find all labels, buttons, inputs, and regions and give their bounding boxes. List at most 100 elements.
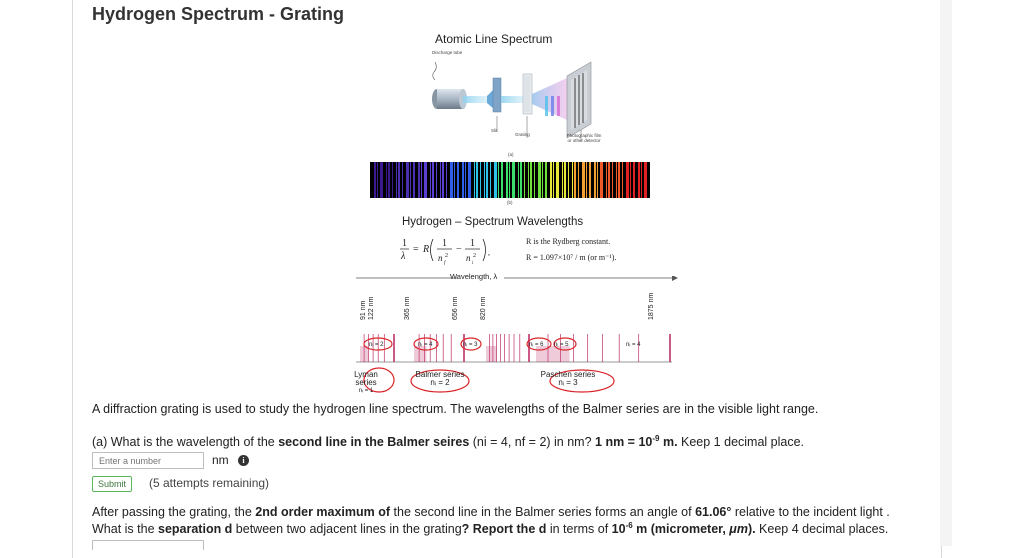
spectrum-line (528, 162, 529, 198)
spectrum-line (424, 162, 427, 198)
part-b-l2b3b: m (micrometer, (632, 522, 730, 537)
balmer-line1: Balmer series (415, 370, 465, 379)
spectrum-line (612, 162, 613, 198)
nm-label-365: 365 nm (404, 296, 411, 320)
spectrum-line (564, 162, 566, 198)
svg-text:=: = (413, 244, 419, 255)
info-icon[interactable]: i (238, 455, 249, 466)
spectrum-line (462, 162, 464, 198)
spectrum-line (396, 162, 397, 198)
spectrum-line (402, 162, 403, 198)
spectrum-line (430, 162, 431, 198)
part-a-unit-exp: -9 (652, 434, 660, 443)
level-label-5: nᵢ = 5 (554, 342, 569, 348)
spectrum-line (440, 162, 441, 198)
nm-label-820: 820 nm (480, 296, 487, 320)
spectrum-line (644, 162, 647, 198)
part-a-answer-input[interactable] (92, 452, 204, 469)
level-label-3: nᵢ = 3 (463, 342, 478, 348)
part-b-l2b3a: 10 (611, 522, 626, 537)
problem-intro: A diffraction grating is used to study t… (92, 402, 819, 416)
part-b-l1a: After passing the grating, the (92, 505, 256, 519)
svg-text:−: − (456, 244, 462, 255)
series-diagram (356, 276, 678, 393)
level-label-4: nᵢ = 4 (418, 342, 433, 348)
nm-label-91: 91 nm (360, 300, 367, 320)
rydberg-value: R = 1.097×10⁷ / m (or m⁻¹). (526, 253, 617, 262)
spectrum-line (600, 162, 603, 198)
figure-heading-wavelengths: Hydrogen – Spectrum Wavelengths (402, 216, 584, 228)
spectrum-line (506, 162, 508, 198)
spectrum-line (534, 162, 535, 198)
apparatus-illustration (432, 61, 592, 142)
spectrum-line (442, 162, 444, 198)
part-b-l2b3mu: μm (729, 522, 748, 537)
part-b-answer-input[interactable] (92, 540, 204, 550)
spectrum-line (490, 162, 491, 198)
svg-text:1: 1 (470, 238, 475, 249)
attempts-remaining: (5 attempts remaining) (149, 476, 270, 490)
level-label-6: nᵢ = 6 (529, 342, 544, 348)
spectrum-line (597, 162, 598, 198)
lyman-line1: Lyman (354, 370, 378, 379)
part-a-unit-m: m. (659, 435, 678, 450)
spectrum-line (421, 162, 422, 198)
wavelength-axis-label: Wavelength, λ (450, 272, 498, 281)
spectrum-line (480, 162, 481, 198)
part-a-question: (a) What is the wavelength of the second… (92, 434, 804, 449)
svg-text:n: n (466, 253, 471, 263)
paschen-line1: Paschen series (540, 370, 596, 379)
spectrum-line (486, 162, 488, 198)
spectrum-line (418, 162, 420, 198)
svg-text:R: R (422, 244, 429, 255)
spectrum-line (568, 162, 569, 198)
part-b-l2b2: ? Report the d (461, 522, 547, 537)
lyman-line2: series (355, 378, 377, 387)
lyman-line3: nᵢ = 1 (358, 388, 374, 394)
nm-label-1875: 1875 nm (648, 292, 655, 320)
part-b-l2a: What is the (92, 522, 158, 537)
spectrum-line (388, 162, 390, 198)
spectrum-line (501, 162, 503, 198)
spectrum-line (436, 162, 437, 198)
spectrum-line (498, 162, 499, 198)
detector-label: Photographic film or other detector (566, 133, 602, 143)
spectrum-line (594, 162, 596, 198)
spectrum-line (410, 162, 411, 198)
part-a-middle: (ni = 4, nf = 2) in nm? (469, 435, 596, 450)
panel-b-label: (b) (507, 200, 513, 205)
spectrum-line (406, 162, 409, 198)
spectrum-line (574, 162, 576, 198)
part-a-bold1: second line in the Balmer seires (278, 435, 470, 450)
spectrum-line (606, 162, 607, 198)
spectrum-line (586, 162, 587, 198)
svg-text:f: f (444, 261, 446, 266)
spectrum-line (454, 162, 455, 198)
lyman-series-label: Lyman series nᵢ = 1 (354, 371, 378, 395)
spectrum-line (638, 162, 640, 198)
paschen-series-label: Paschen series nᵢ = 3 (538, 371, 598, 387)
grating-label: Grating (515, 132, 530, 137)
slit-plate (492, 77, 502, 113)
spectrum-line (572, 162, 573, 198)
discharge-tube-label: Discharge tube (432, 50, 463, 55)
spectrum-line (553, 162, 554, 198)
spectrum-line (608, 162, 610, 198)
svg-text:1: 1 (402, 238, 407, 249)
part-b-l1d: relative to the incident light . (731, 505, 890, 519)
part-a-prefix: (a) What is the wavelength of the (92, 435, 279, 450)
emission-spectrum (370, 162, 650, 198)
part-b-l2b3exp: -6 (625, 521, 633, 530)
level-label-2: nᵢ = 2 (369, 342, 384, 348)
spectrum-line (630, 162, 631, 198)
spectrum-line (512, 162, 515, 198)
rydberg-note: R is the Rydberg constant. (526, 237, 610, 246)
spectrum-line (380, 162, 383, 198)
spectrum-line (450, 162, 453, 198)
spectrum-line (641, 162, 642, 198)
spectrum-line (484, 162, 485, 198)
submit-button[interactable]: Submit (92, 476, 132, 492)
spectrum-line (556, 162, 559, 198)
spectrum-line (465, 162, 466, 198)
